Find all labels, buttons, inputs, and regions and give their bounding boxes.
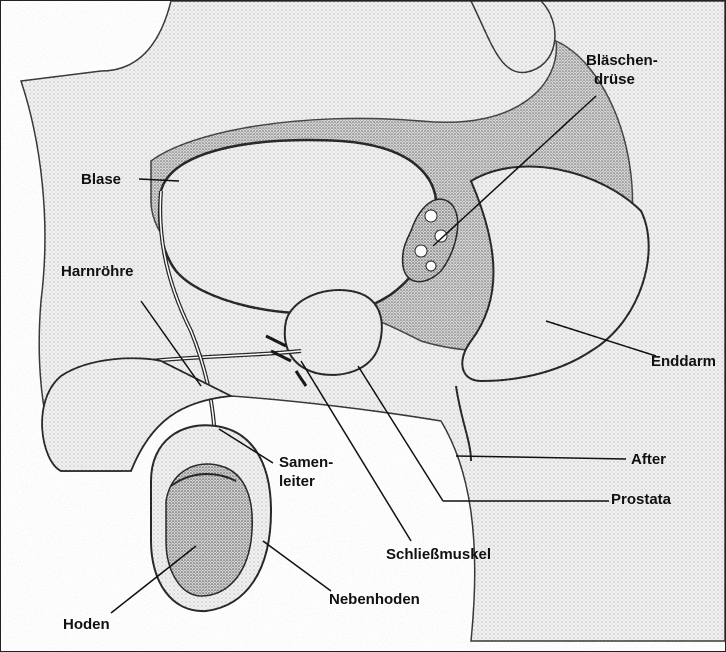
label-blaeschendruese-line2: drüse bbox=[586, 70, 658, 89]
label-samenleiter-line2: leiter bbox=[279, 472, 333, 491]
label-blase: Blase bbox=[81, 171, 121, 189]
label-enddarm: Enddarm bbox=[651, 353, 716, 371]
label-schliessmuskel: Schließmuskel bbox=[386, 546, 491, 564]
label-after: After bbox=[631, 451, 666, 469]
label-hoden: Hoden bbox=[63, 616, 110, 634]
label-prostata: Prostata bbox=[611, 491, 671, 509]
label-blaeschendruese: Bläschen- drüse bbox=[586, 51, 658, 89]
label-samenleiter: Samen- leiter bbox=[279, 453, 333, 491]
label-nebenhoden: Nebenhoden bbox=[329, 591, 420, 609]
label-harnroehre: Harnröhre bbox=[61, 263, 134, 281]
label-blaeschendruese-line1: Bläschen- bbox=[586, 51, 658, 70]
label-samenleiter-line1: Samen- bbox=[279, 453, 333, 472]
